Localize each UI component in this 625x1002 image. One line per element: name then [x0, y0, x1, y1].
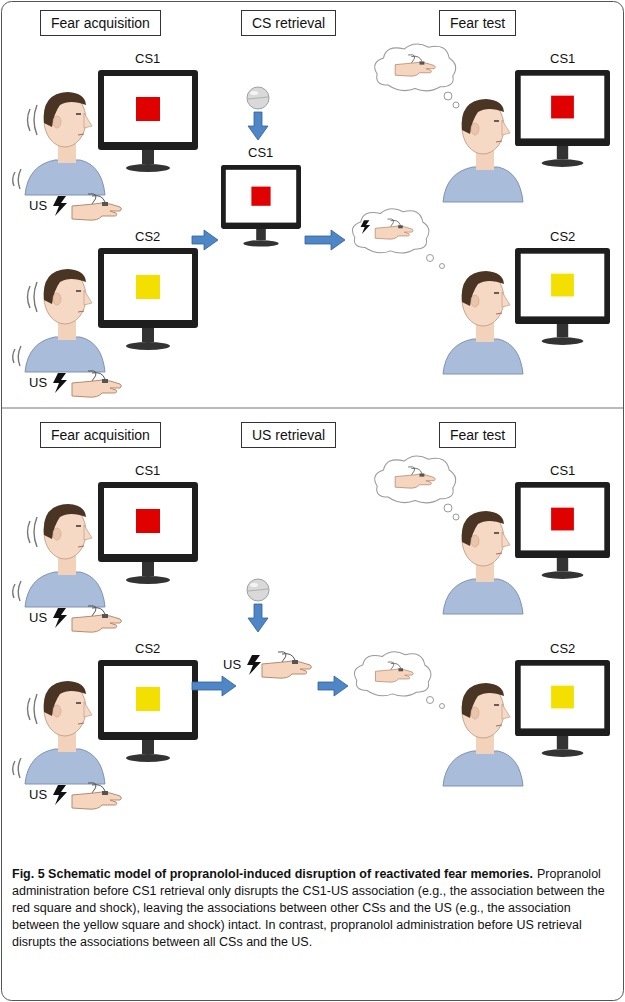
stage-box: US retrieval — [241, 422, 336, 448]
stage-title: US retrieval — [252, 427, 325, 443]
stimulus-label-text: CS2 — [550, 641, 575, 656]
stage-box: CS retrieval — [241, 10, 336, 36]
stimulus-label-text: US — [29, 375, 47, 390]
figure-caption: Fig. 5 Schematic model of propranolol-in… — [12, 866, 612, 951]
stimulus-label: CS1 — [550, 49, 575, 67]
stimulus-label-text: US — [29, 198, 47, 213]
stage-title: Fear test — [450, 427, 505, 443]
stage-title: Fear acquisition — [51, 15, 150, 31]
stimulus-label-text: CS1 — [550, 463, 575, 478]
stimulus-label: CS1 — [135, 49, 160, 67]
stimulus-label: CS2 — [135, 227, 160, 245]
stimulus-label-text: CS2 — [550, 229, 575, 244]
stimulus-label: CS2 — [135, 639, 160, 657]
stimulus-label: US — [29, 608, 47, 626]
stimulus-label: CS1 — [135, 461, 160, 479]
stimulus-label: US — [29, 196, 47, 214]
stage-title: CS retrieval — [252, 15, 325, 31]
stimulus-label-text: CS1 — [550, 51, 575, 66]
stimulus-label-text: CS2 — [135, 229, 160, 244]
stimulus-label-text: US — [223, 657, 241, 672]
stimulus-label: CS2 — [550, 227, 575, 245]
stage-box: Fear acquisition — [40, 422, 161, 448]
stage-title: Fear acquisition — [51, 427, 150, 443]
stimulus-label: US — [223, 655, 241, 673]
stimulus-label-text: CS1 — [135, 51, 160, 66]
stimulus-label-text: US — [29, 610, 47, 625]
stimulus-label: US — [29, 785, 47, 803]
stimulus-label: CS1 — [248, 143, 273, 161]
stage-box: Fear test — [439, 10, 516, 36]
stimulus-label-text: CS1 — [135, 463, 160, 478]
stimulus-label-text: US — [29, 787, 47, 802]
stimulus-label: US — [29, 373, 47, 391]
stimulus-label: CS1 — [550, 461, 575, 479]
stage-title: Fear test — [450, 15, 505, 31]
stage-box: Fear test — [439, 422, 516, 448]
stage-box: Fear acquisition — [40, 10, 161, 36]
caption-heading: Fig. 5 Schematic model of propranolol-in… — [12, 867, 533, 881]
stimulus-label-text: CS2 — [135, 641, 160, 656]
stimulus-label: CS2 — [550, 639, 575, 657]
stimulus-label-text: CS1 — [248, 145, 273, 160]
